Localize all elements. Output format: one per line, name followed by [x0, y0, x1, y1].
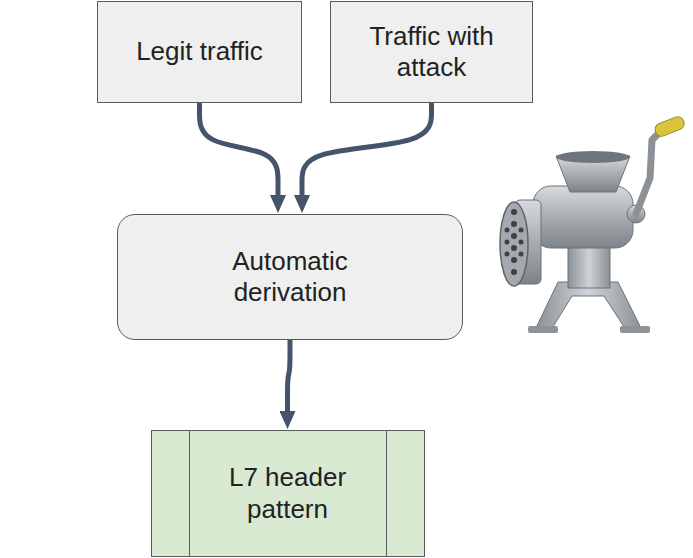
process-box: Traffic with attack — [330, 1, 533, 103]
process-box-rounded: Automatic derivation — [117, 214, 463, 340]
node-text-group: Traffic with attack — [349, 21, 514, 83]
grinder-legs — [535, 282, 642, 330]
node-text-group: Automatic derivation — [195, 246, 385, 308]
grinder-handle — [653, 115, 686, 138]
flow-arrow — [200, 103, 279, 196]
process-box: Legit traffic — [97, 1, 302, 103]
process-side-bar — [189, 431, 190, 556]
node-label: Traffic with attack — [349, 21, 514, 83]
predefined-process-box: L7 header pattern — [151, 430, 425, 557]
grinder-crank-arm — [636, 132, 660, 214]
node-label: Legit traffic — [136, 36, 263, 67]
flow-arrow — [288, 340, 291, 412]
flow-arrow — [302, 103, 432, 196]
grinder-foot — [528, 326, 558, 333]
node-text-group: L7 header pattern — [198, 462, 378, 524]
grinder-hopper-mouth — [556, 151, 630, 163]
grinder-plate-holes — [505, 209, 524, 275]
node-label: Automatic derivation — [195, 246, 385, 308]
grinder-body — [533, 186, 633, 248]
grinder — [500, 115, 686, 333]
node-text-group: Legit traffic — [136, 36, 263, 67]
node-label: L7 header pattern — [198, 462, 378, 524]
grinder-foot — [620, 326, 650, 333]
grinder-plate — [500, 202, 528, 286]
process-side-bar — [386, 431, 387, 556]
